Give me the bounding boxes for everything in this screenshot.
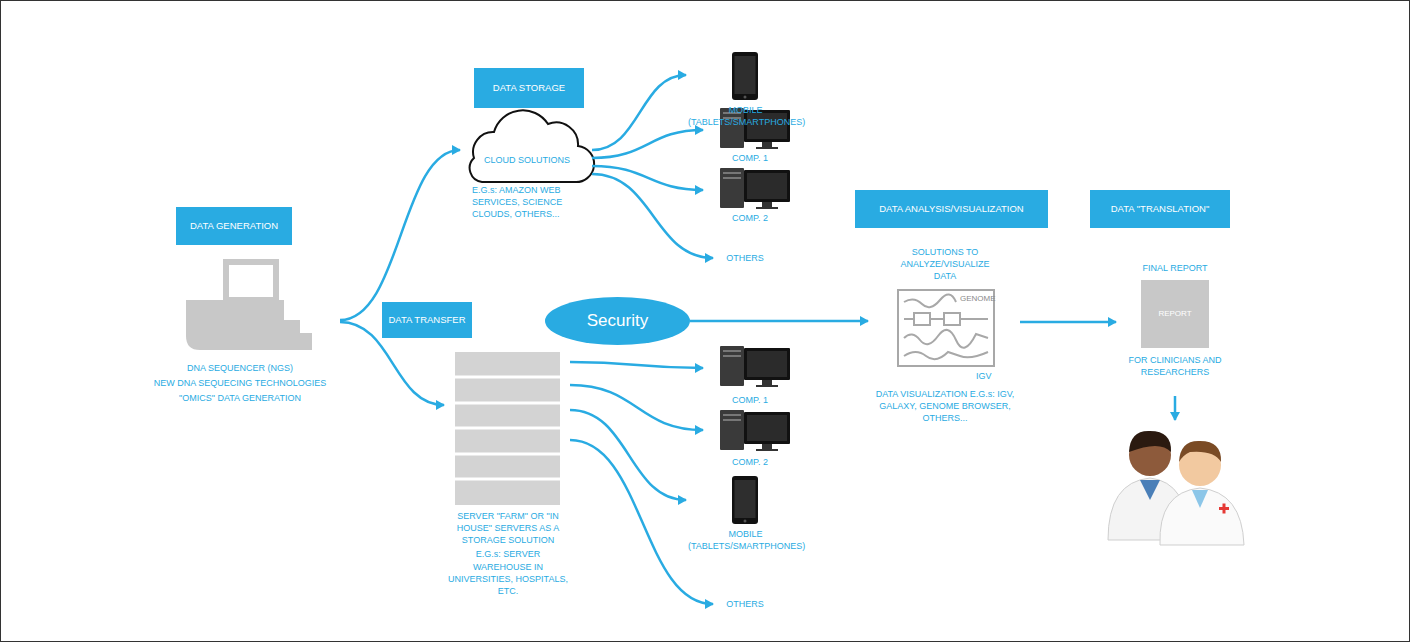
flow-arrow [592, 166, 703, 190]
node-text: MOBILE (TABLETS/SMARTPHONES) [688, 104, 803, 128]
mobile-icon [732, 52, 758, 100]
node-text: DATA "TRANSLATION" [1111, 203, 1210, 216]
node-text: NEW DNA SEQUECING TECHNOLOGIES [140, 377, 340, 389]
node-text: IGV [976, 370, 992, 382]
stage-header: DATA TRANSFER [382, 302, 472, 338]
computer-device: COMP. 2 [705, 408, 795, 468]
node-text: E.G.s: AMAZON WEB SERVICES, SCIENCE CLOU… [462, 184, 592, 220]
computer-device: COMP. 1 [705, 106, 795, 164]
node-text: CLOUD SOLUTIONS [462, 154, 592, 166]
computer-device: COMP. 2 [705, 166, 795, 224]
flow-arrow [690, 320, 868, 323]
node-text: COMP. 2 [705, 456, 795, 468]
flow-arrow [592, 130, 703, 158]
server-node: SERVER "FARM" OR "IN HOUSE" SERVERS AS A… [446, 350, 570, 597]
other-devices: OTHERS [715, 598, 775, 610]
mobile-icon [732, 476, 758, 524]
flow-arrow [570, 410, 686, 500]
node-text: DNA SEQUENCER (NGS) [140, 362, 340, 374]
flow-arrow [1020, 321, 1116, 324]
flow-arrow [570, 362, 703, 368]
node-text: DATA STORAGE [493, 82, 565, 95]
computer-device: COMP. 1 [705, 344, 795, 406]
cloud-outline [470, 110, 594, 182]
stage-header: DATA ANALYSIS/VISUALIZATION [855, 190, 1048, 228]
node-text: MOBILE (TABLETS/SMARTPHONES) [688, 528, 803, 552]
sequencer-icon [186, 262, 312, 350]
report-node: FINAL REPORT REPORT FOR CLINICIANS AND RES… [1118, 262, 1232, 378]
node-text: FINAL REPORT [1118, 262, 1232, 274]
node-text: DATA TRANSFER [388, 314, 465, 327]
arrow [1174, 396, 1177, 420]
node-text: "OMICS" DATA GENERATION [140, 392, 340, 404]
sequencer-node: DNA SEQUENCER (NGS) NEW DNA SEQUECING TEC… [140, 262, 340, 404]
node-text: Security [587, 310, 648, 333]
mobile-device: MOBILE (TABLETS/SMARTPHONES) [688, 50, 803, 128]
flow-arrow [340, 150, 460, 320]
stage-header: DATA GENERATION [176, 207, 292, 245]
node-text: OTHERS [715, 252, 775, 264]
flow-arrow [570, 440, 713, 604]
node-text: E.G.s: SERVER WAREHOUSE IN UNIVERSITIES,… [446, 548, 570, 597]
stage-header: DATA STORAGE [474, 68, 584, 108]
node-text: FOR CLINICIANS AND RESEARCHERS [1127, 354, 1223, 378]
node-text: SERVER "FARM" OR "IN HOUSE" SERVERS AS A… [446, 510, 570, 546]
node-text: REPORT [1141, 280, 1209, 348]
stage-header: DATA "TRANSLATION" [1090, 190, 1230, 228]
doctors-icon [1108, 431, 1244, 545]
node-text: SOLUTIONS TO ANALYZE/VISUALIZE DATA [890, 246, 1000, 282]
node-text: COMP. 1 [705, 152, 795, 164]
node-text: COMP. 2 [705, 212, 795, 224]
cloud-node: CLOUD SOLUTIONS E.G.s: AMAZON WEB SERVICE… [462, 112, 592, 221]
security-ellipse: Security [545, 297, 690, 345]
node-text: DATA ANALYSIS/VISUALIZATION [879, 203, 1023, 216]
mobile-device: MOBILE (TABLETS/SMARTPHONES) [688, 474, 803, 552]
flow-arrow [570, 385, 703, 430]
flow-arrow [592, 174, 713, 258]
other-devices: OTHERS [715, 252, 775, 264]
node-text: DATA VISUALIZATION E.G.s: IGV, GALAXY, G… [870, 388, 1020, 424]
server-icon [455, 352, 560, 505]
node-text: OTHERS [715, 598, 775, 610]
computer-icon [720, 346, 790, 387]
node-text: DATA GENERATION [190, 220, 278, 233]
computer-icon [720, 410, 790, 451]
analysis-node: SOLUTIONS TO ANALYZE/VISUALIZE DATA GENOM… [870, 246, 1020, 432]
flow-arrow [592, 75, 686, 150]
node-text: COMP. 1 [705, 394, 795, 406]
node-text: GENOME [960, 294, 996, 305]
computer-icon [720, 168, 790, 209]
